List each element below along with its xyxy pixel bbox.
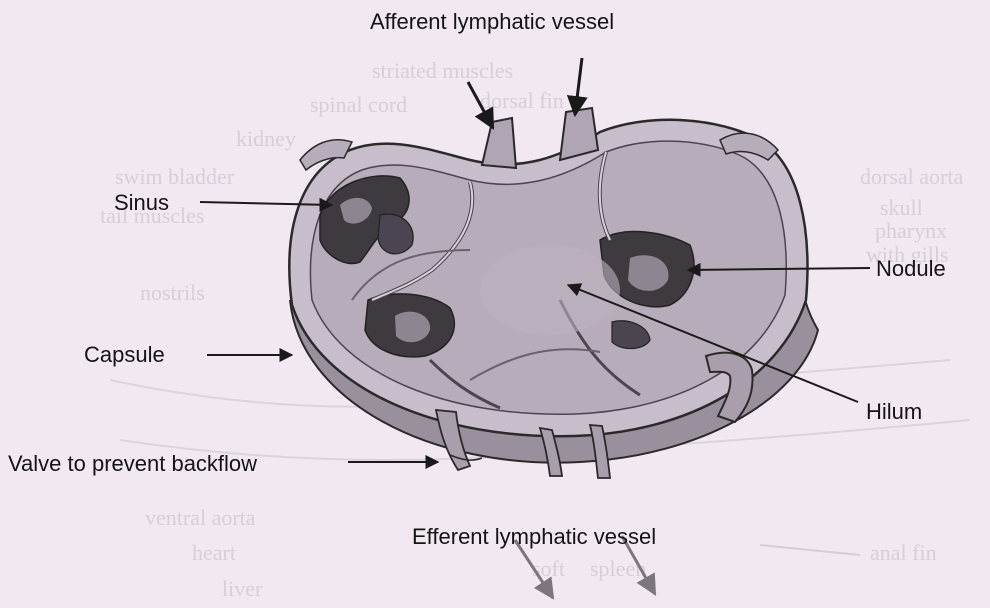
label-efferent-lymphatic-vessel: Efferent lymphatic vessel <box>412 524 656 549</box>
label-valve: Valve to prevent backflow <box>8 451 257 476</box>
ghost-heart: heart <box>192 540 236 565</box>
label-afferent-lymphatic-vessel: Afferent lymphatic vessel <box>370 9 614 34</box>
ghost-ventral-aorta: ventral aorta <box>145 505 256 530</box>
label-sinus: Sinus <box>114 190 169 215</box>
ghost-soft: soft <box>532 556 565 581</box>
ghost-pharynx: pharynx <box>875 218 947 243</box>
ghost-swim-bladder: swim bladder <box>115 164 235 189</box>
ghost-nostrils: nostrils <box>140 280 205 305</box>
ghost-dorsal-aorta: dorsal aorta <box>860 164 963 189</box>
ghost-spleen: spleen <box>590 556 646 581</box>
label-nodule: Nodule <box>876 256 946 281</box>
lymph-node-illustration <box>289 108 818 478</box>
ghost-dorsal: dorsal fin <box>480 88 564 113</box>
ghost-skull: skull <box>880 195 923 220</box>
ghost-anal-fin: anal fin <box>870 540 937 565</box>
afferent-arrow-right <box>575 58 582 115</box>
ghost-kidney: kidney <box>236 126 296 151</box>
label-hilum: Hilum <box>866 399 922 424</box>
label-capsule: Capsule <box>84 342 165 367</box>
ghost-striated: striated muscles <box>372 58 513 83</box>
ghost-liver: liver <box>222 576 263 601</box>
ghost-spinal: spinal cord <box>310 92 407 117</box>
